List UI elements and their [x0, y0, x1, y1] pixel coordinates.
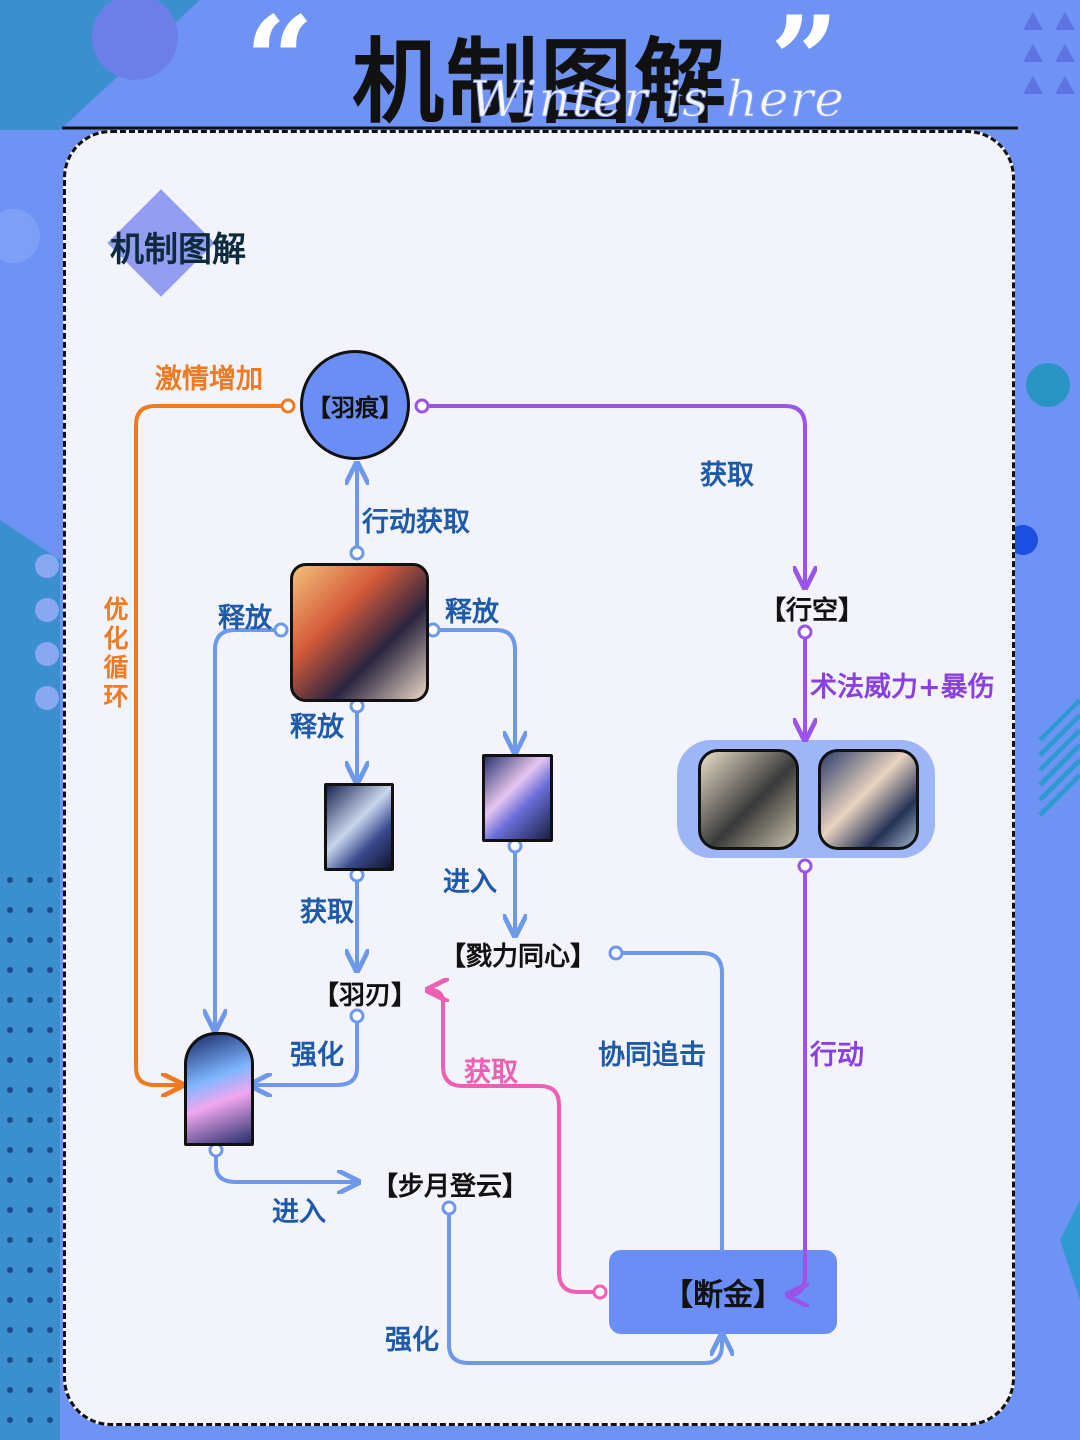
character-portrait-main: [290, 563, 429, 702]
open-quote: “: [245, 0, 315, 131]
node-buyue: 【步月登云】: [372, 1172, 529, 1202]
section-title: 机制图解: [110, 230, 246, 270]
label-release-down: 释放: [290, 712, 344, 743]
label-gain-top-right: 获取: [700, 460, 754, 491]
skill-card-left-icon: [324, 783, 394, 871]
label-coop-chase: 协同追击: [598, 1040, 706, 1071]
label-optimize-cycle: 优化循环: [100, 596, 129, 712]
yuhen-node-circle: 【羽痕】: [300, 350, 410, 460]
label-passion-increase: 激情增加: [155, 364, 263, 395]
ally-portrait-1-icon: [698, 749, 799, 850]
ally-portrait-2-icon: [818, 749, 919, 850]
node-lili: 【戮力同心】: [440, 942, 597, 972]
node-yuhen: 【羽痕】: [307, 392, 403, 422]
label-gain-left: 获取: [300, 897, 354, 928]
close-quote: ”: [770, 0, 840, 131]
node-duanjin: 【断金】: [663, 1278, 783, 1313]
label-strengthen-bottom: 强化: [385, 1325, 439, 1356]
arch-skill-icon: [184, 1032, 254, 1146]
label-enter-right: 进入: [443, 867, 497, 898]
label-release-right: 释放: [445, 597, 499, 628]
label-strengthen-left: 强化: [290, 1040, 344, 1071]
label-release-left: 释放: [218, 603, 272, 634]
label-spell-crit: 术法威力+暴伤: [810, 672, 995, 703]
node-yuren: 【羽刃】: [313, 981, 418, 1011]
label-gain-pink: 获取: [464, 1057, 518, 1088]
skill-card-right-icon: [482, 754, 553, 842]
label-enter-bottom: 进入: [272, 1197, 326, 1228]
page-subtitle: Winter is here: [469, 70, 846, 129]
page-title: 机制图解: [351, 29, 728, 136]
label-action-right: 行动: [810, 1040, 864, 1071]
label-action-gain: 行动获取: [362, 507, 470, 538]
node-xingkong: 【行空】: [760, 596, 865, 626]
